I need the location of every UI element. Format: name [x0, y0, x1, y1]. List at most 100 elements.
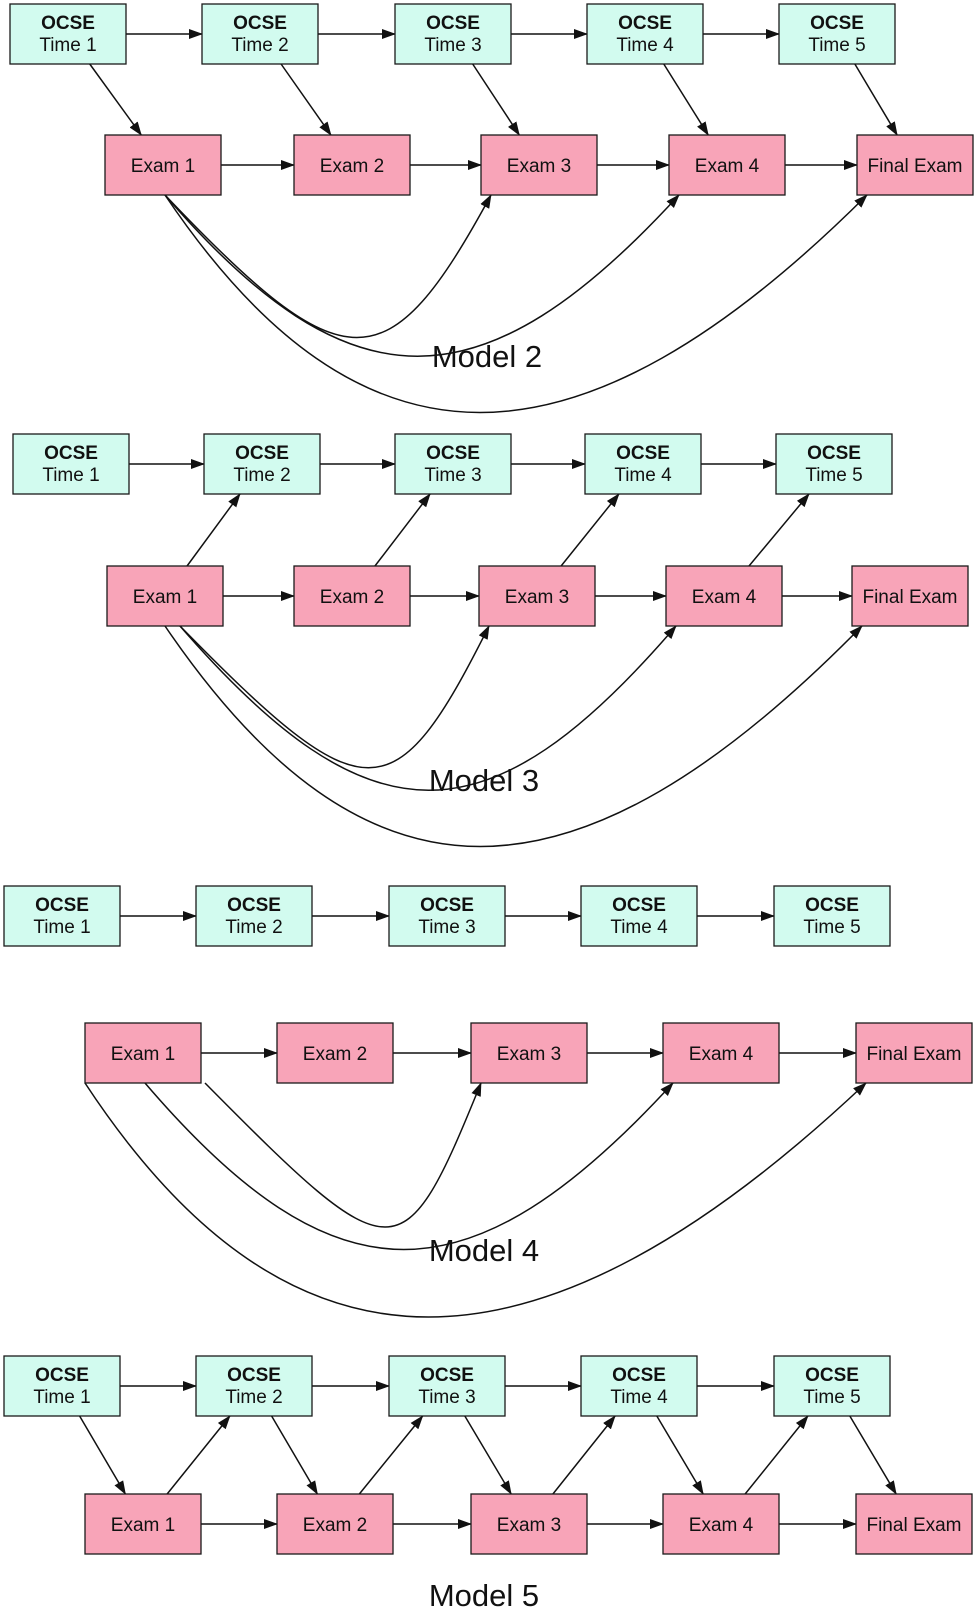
exam-label: Exam 4	[689, 1515, 754, 1536]
node-box	[470, 1022, 588, 1084]
model-2-edge-e1-to-e5	[164, 194, 868, 414]
node-box	[201, 3, 319, 65]
ocse-title-label: OCSE	[235, 443, 289, 464]
node-box	[470, 1493, 588, 1555]
node-box	[276, 1493, 394, 1555]
ocse-title-label: OCSE	[420, 1365, 474, 1386]
exam-label: Exam 3	[497, 1515, 561, 1536]
ocse-title-label: OCSE	[35, 895, 89, 916]
node-box	[394, 3, 512, 65]
ocse-time-label: Time 3	[418, 917, 475, 938]
model-3-edge-e1-to-e4	[179, 625, 677, 791]
ocse-time-label: Time 2	[231, 35, 288, 56]
model-3-edge-e2-to-o3	[374, 493, 431, 567]
model-3-exam-4-node: Exam 4	[665, 565, 783, 627]
model-4-edge-e1-to-e3	[204, 1082, 482, 1228]
model-5-edge-o4-to-e4	[656, 1415, 704, 1495]
ocse-title-label: OCSE	[805, 895, 859, 916]
node-box	[855, 1493, 973, 1555]
node-box	[106, 565, 224, 627]
model-5-exam-2-node: Exam 2	[276, 1493, 394, 1555]
exam-label: Exam 1	[133, 587, 197, 608]
exam-label: Exam 2	[303, 1515, 367, 1536]
node-box	[84, 1493, 202, 1555]
exam-label: Exam 4	[695, 156, 760, 177]
model-4-exam-3-node: Exam 3	[470, 1022, 588, 1084]
ocse-title-label: OCSE	[426, 13, 480, 34]
ocse-title-label: OCSE	[420, 895, 474, 916]
node-box	[195, 1355, 313, 1417]
model-3-edge-e1-to-e3	[179, 625, 490, 769]
node-box	[775, 433, 893, 495]
node-box	[276, 1022, 394, 1084]
model-2-edge-o5-to-e5	[854, 63, 898, 136]
node-box	[104, 134, 222, 196]
exam-label: Exam 4	[692, 587, 757, 608]
model-5-exam-3-node: Exam 3	[470, 1493, 588, 1555]
model-3-exam-5-node: Final Exam	[851, 565, 969, 627]
ocse-time-label: Time 5	[808, 35, 865, 56]
ocse-time-label: Time 4	[614, 465, 672, 486]
model-5-exam-5-node: Final Exam	[855, 1493, 973, 1555]
node-box	[3, 1355, 121, 1417]
model-4-caption: Model 4	[429, 1233, 539, 1268]
node-box	[856, 134, 974, 196]
model-5-edge-o1-to-e1	[78, 1415, 127, 1495]
model-2-exam-3-node: Exam 3	[480, 134, 598, 196]
exam-label: Exam 2	[320, 587, 384, 608]
model-2-caption: Model 2	[432, 339, 542, 374]
ocse-time-label: Time 3	[424, 465, 481, 486]
exam-label: Exam 2	[303, 1044, 367, 1065]
model-2-edge-o1-to-e1	[89, 63, 142, 136]
exam-label: Exam 4	[689, 1044, 754, 1065]
ocse-title-label: OCSE	[41, 13, 95, 34]
model-2-exam-1-node: Exam 1	[104, 134, 222, 196]
ocse-title-label: OCSE	[805, 1365, 859, 1386]
ocse-time-label: Time 1	[39, 35, 96, 56]
ocse-time-label: Time 1	[33, 1387, 90, 1408]
ocse-title-label: OCSE	[35, 1365, 89, 1386]
exam-label: Final Exam	[866, 1515, 961, 1536]
model-3-exam-1-node: Exam 1	[106, 565, 224, 627]
node-box	[195, 885, 313, 947]
node-box	[394, 433, 512, 495]
node-box	[480, 134, 598, 196]
model-5-edge-o5-to-e5	[849, 1415, 897, 1495]
model-5-exam-4-node: Exam 4	[662, 1493, 780, 1555]
model-2-exam-2-node: Exam 2	[293, 134, 411, 196]
model-5-edge-o3-to-e3	[464, 1415, 512, 1495]
exam-label: Final Exam	[862, 587, 957, 608]
model-5-edge-o2-to-e2	[270, 1415, 319, 1495]
node-box	[580, 885, 698, 947]
node-box	[388, 885, 506, 947]
ocse-title-label: OCSE	[618, 13, 672, 34]
model-5-edge-e3-to-o4	[552, 1415, 616, 1495]
model-5-edge-e2-to-o3	[358, 1415, 424, 1495]
model-5-edge-e1-to-o2	[166, 1415, 231, 1495]
ocse-time-label: Time 2	[225, 1387, 282, 1408]
ocse-time-label: Time 5	[805, 465, 862, 486]
node-box	[293, 565, 411, 627]
model-4-exam-5-node: Final Exam	[855, 1022, 973, 1084]
model-3-edge-e3-to-o4	[560, 493, 620, 567]
model-4-edge-e1-to-e4	[144, 1082, 674, 1251]
node-box	[12, 433, 130, 495]
model-5-edge-e4-to-o5	[744, 1415, 809, 1495]
node-box	[478, 565, 596, 627]
model-5-exam-1-node: Exam 1	[84, 1493, 202, 1555]
